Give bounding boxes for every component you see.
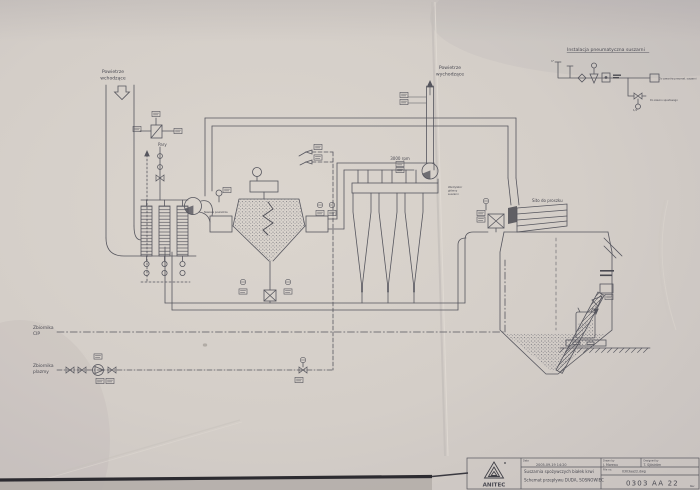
anitec-logo (483, 461, 507, 479)
bag (575, 311, 596, 339)
up-arrow-icon (426, 80, 434, 88)
ground-hatch (559, 347, 649, 353)
conveyor-motor (599, 283, 614, 294)
air-in-label-2: wchodzące (100, 76, 126, 82)
sieve-label: Sito do proszku (532, 198, 563, 203)
plasma-line (56, 356, 334, 376)
pallet (565, 339, 607, 347)
fold-crease (431, 1, 446, 457)
date-value: 2005-09-19 14:20 (536, 463, 567, 467)
inset-to-drain: Do zaworu spustowego (650, 99, 678, 102)
powder-pile (506, 334, 606, 372)
air-out-label-2: wychodzące (436, 72, 464, 78)
heat-exchanger (140, 199, 191, 283)
silo-vent (603, 237, 623, 259)
powder-sieve (516, 203, 568, 233)
designed-label: Designed by (644, 460, 660, 463)
drawing-title-2: Schemat przepływu DUDA, SOSNOWIEC (524, 478, 604, 483)
paper-edge (0, 472, 469, 490)
inset-title: Instalacja pneumatyczna suszarni (567, 47, 645, 53)
drawn-value: J. Moreau (602, 463, 618, 467)
exhaust-ducting (204, 117, 520, 230)
instrument-tags (93, 91, 486, 385)
main-fan (421, 80, 439, 184)
air-outlet-plenum (305, 215, 329, 233)
cip-tank-label-2: CIP (33, 331, 40, 337)
diagram-labels: Powietrze wchodzące Powietrze wychodzące… (33, 47, 697, 375)
air-inlet-plenum (209, 215, 233, 233)
file-label: File no. (603, 468, 612, 472)
plasma-tank-label-2: plazmy (33, 369, 49, 375)
drawing-title-1: Suszarnia spożywczych białek krwi (524, 469, 594, 474)
drawing-number: 0303 AA 22 (626, 480, 679, 488)
inset-to-valves: Do zaworów pneumat. suszarni (659, 78, 697, 81)
down-arrow-icon (113, 85, 131, 101)
transport-duct (164, 231, 489, 311)
fan-name-1: Wentylator (448, 185, 463, 189)
rev-label: Rev (690, 485, 695, 488)
rotary-valve (482, 197, 505, 233)
bagging-station (559, 307, 651, 353)
file-value: 0303aa22.dwg (622, 470, 646, 474)
air-out-label-1: Powietrze (439, 65, 461, 71)
title-block-text: ANITEC Data 2005-09-19 14:20 Drawn by J.… (483, 460, 695, 489)
fan-name-2: główny (448, 189, 458, 193)
steam-label: Pary (158, 142, 167, 147)
inset-size-2: 1/2" (633, 108, 638, 112)
date-label: Data (523, 460, 529, 463)
pneumatic-inset (554, 52, 660, 110)
steam-control-valve (139, 117, 175, 283)
inlet-air-label: Nawiew powietrza (204, 210, 228, 214)
inset-size-1: 1" (551, 59, 555, 63)
designed-value: T. Sjöström (643, 463, 662, 467)
drawn-label: Drawn by (603, 460, 615, 463)
fan-name-3: suszarni (448, 192, 459, 196)
supply-fan (184, 189, 223, 223)
cyclones (351, 169, 439, 304)
cip-line (56, 259, 506, 333)
fan-rpm-label: 3000 rpm (390, 156, 410, 161)
air-in-label-1: Powietrze (102, 69, 124, 75)
plasma-tank-label-1: Zbiornika (33, 363, 54, 369)
company-name: ANITEC (483, 483, 506, 489)
incoming-air-duct (105, 84, 197, 257)
cip-tank-label-1: Zbiornika (33, 325, 54, 331)
powder-silo (499, 203, 623, 375)
spray-nozzles (298, 149, 334, 371)
